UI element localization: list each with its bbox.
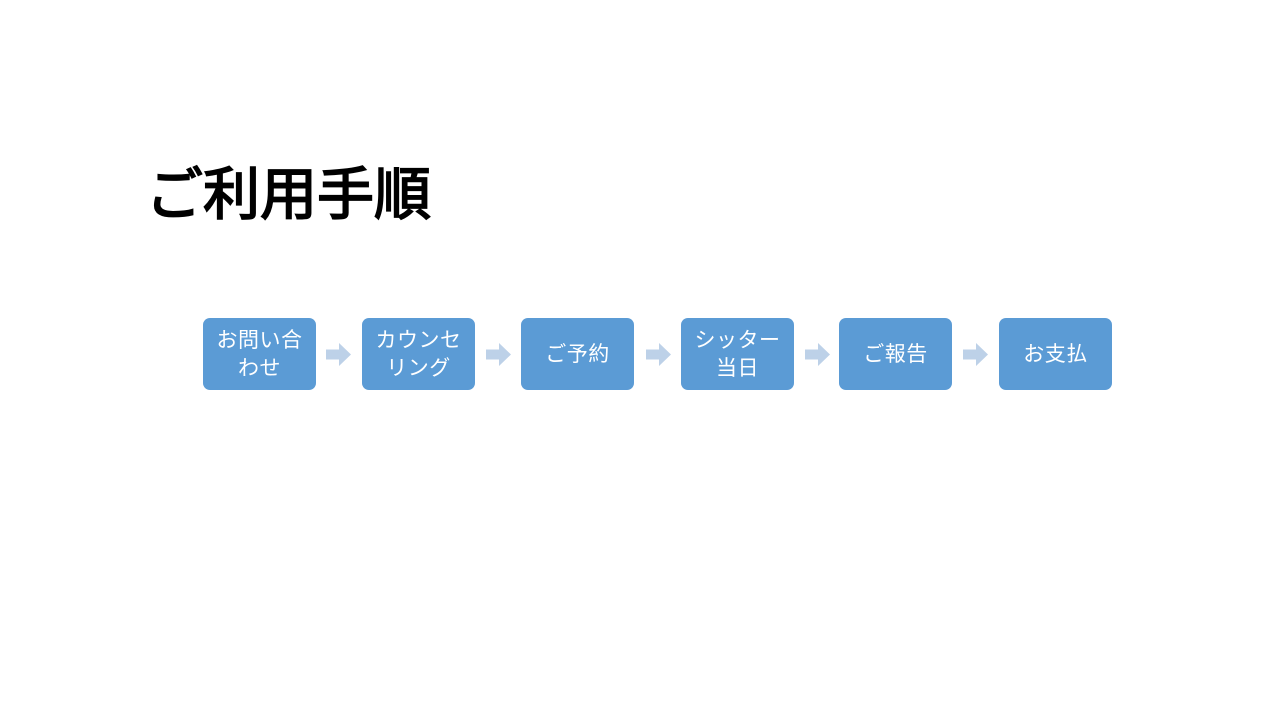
right-block-arrow-icon bbox=[646, 343, 671, 366]
flow-step-5-label: ご報告 bbox=[863, 342, 928, 366]
flow-step-4[interactable]: シッター当日 bbox=[681, 318, 794, 390]
right-block-arrow-icon bbox=[805, 343, 830, 366]
flow-step-6-label: お支払 bbox=[1023, 342, 1088, 366]
flow-step-2[interactable]: カウンセリング bbox=[362, 318, 475, 390]
flow-step-6[interactable]: お支払 bbox=[999, 318, 1112, 390]
right-block-arrow-icon bbox=[326, 343, 351, 366]
flow-step-2-label: カウンセリング bbox=[375, 328, 462, 380]
flow-step-1[interactable]: お問い合わせ bbox=[203, 318, 316, 390]
page-title: ご利用手順 bbox=[146, 162, 431, 228]
right-block-arrow-icon bbox=[963, 343, 988, 366]
flow-step-1-label: お問い合わせ bbox=[216, 328, 303, 380]
process-flow-diagram: お問い合わせ カウンセリング ご予約 シッター当日 bbox=[0, 318, 1280, 392]
flow-step-4-label: シッター当日 bbox=[694, 328, 781, 380]
right-block-arrow-icon bbox=[486, 343, 511, 366]
flow-step-3-label: ご予約 bbox=[545, 342, 610, 366]
flow-step-5[interactable]: ご報告 bbox=[839, 318, 952, 390]
flow-step-3[interactable]: ご予約 bbox=[521, 318, 634, 390]
